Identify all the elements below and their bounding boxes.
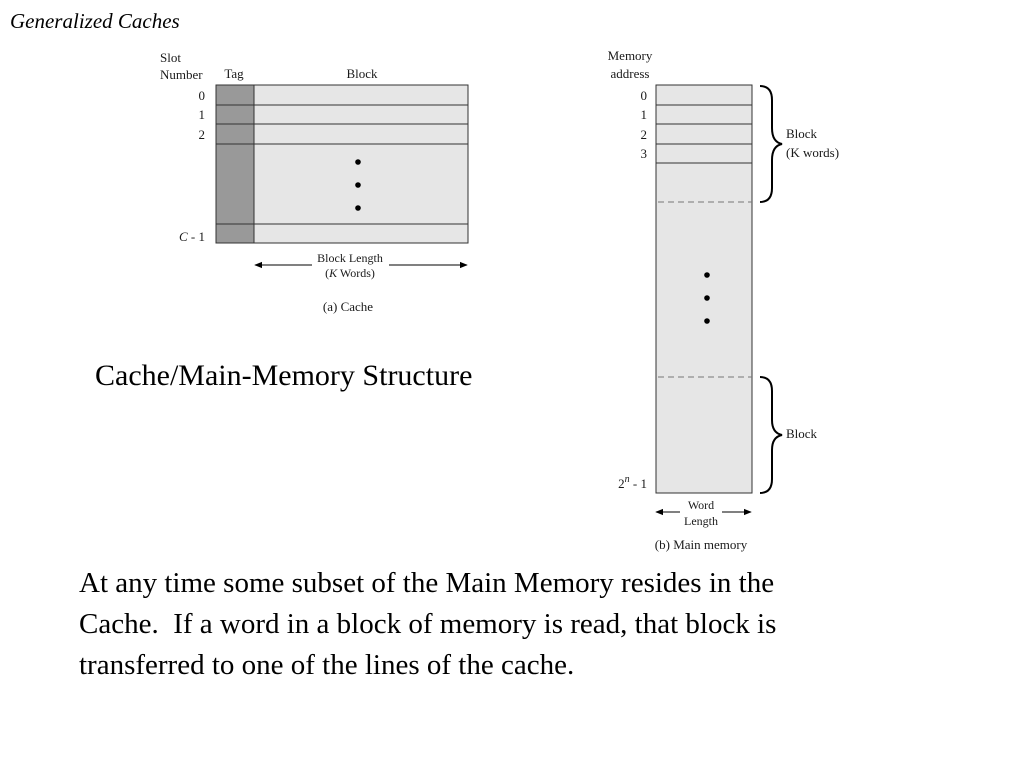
slot-label: 2 (199, 127, 206, 142)
memory-caption: (b) Main memory (655, 537, 748, 552)
slot-header-line2: Number (160, 67, 203, 82)
body-line: At any time some subset of the Main Memo… (79, 567, 775, 599)
slot-label: 1 (199, 107, 206, 122)
block-brace-sublabel: (K words) (786, 145, 839, 160)
address-label: 2 (641, 127, 648, 142)
main-memory-diagram: Memory address 0 1 2 3 2n - 1 Block (K w… (608, 48, 839, 552)
body-line: transferred to one of the lines of the c… (79, 649, 575, 681)
block-brace-lower (759, 376, 783, 494)
memory-column (655, 84, 753, 494)
address-header-line2: address (611, 66, 650, 81)
ellipsis-dot (704, 272, 710, 278)
ellipsis-dot (355, 205, 361, 211)
last-address-label: 2n - 1 (618, 474, 647, 491)
block-brace-upper (759, 85, 783, 203)
block-length-label: Block Length (317, 251, 383, 265)
slide-title: Generalized Caches (10, 9, 180, 33)
cache-tag-column (215, 84, 255, 244)
word-length-line1: Word (688, 498, 714, 512)
k-words-label: (K Words) (325, 266, 375, 280)
slot-header-line1: Slot (160, 50, 181, 65)
address-label: 1 (641, 107, 648, 122)
word-length-line2: Length (684, 514, 718, 528)
address-label: 0 (641, 88, 648, 103)
cache-diagram: Slot Number Tag Block 0 1 2 C - 1 Block … (160, 50, 469, 314)
body-line: Cache. If a word in a block of memory is… (79, 608, 777, 640)
tag-column-header: Tag (224, 66, 244, 81)
body-paragraph: At any time some subset of the Main Memo… (79, 563, 959, 686)
cache-caption: (a) Cache (323, 299, 373, 314)
ellipsis-dot (355, 159, 361, 165)
slot-label: 0 (199, 88, 206, 103)
lower-block-label: Block (786, 426, 818, 441)
ellipsis-dot (355, 182, 361, 188)
slide-subtitle: Cache/Main-Memory Structure (95, 359, 473, 392)
cache-memory-figure: Slot Number Tag Block 0 1 2 C - 1 Block … (160, 48, 839, 552)
address-label: 3 (641, 146, 648, 161)
ellipsis-dot (704, 295, 710, 301)
block-column-header: Block (346, 66, 378, 81)
last-slot-label: C - 1 (179, 229, 205, 244)
ellipsis-dot (704, 318, 710, 324)
cache-block-column (253, 84, 469, 244)
address-header-line1: Memory (608, 48, 653, 63)
block-brace-label: Block (786, 126, 818, 141)
